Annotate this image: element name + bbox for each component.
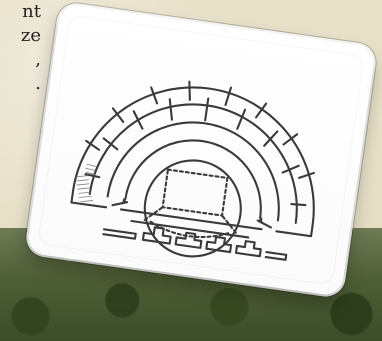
- orchestra-circle: [143, 159, 242, 258]
- radial-divider-5: [204, 97, 210, 122]
- radial-divider-1: [84, 173, 101, 179]
- radial-divider-7: [263, 130, 279, 147]
- middle-seating-arc: [106, 121, 280, 222]
- right-arrow-head: [257, 217, 263, 225]
- building-block-3: [174, 231, 203, 249]
- stage-front-line: [119, 208, 263, 231]
- theater-plan-card: [26, 3, 376, 297]
- radial-divider-9: [290, 203, 307, 207]
- left-arrow-head: [121, 197, 128, 205]
- building-block-2: [141, 226, 172, 245]
- building-block-6: [264, 251, 288, 261]
- theater-plan-diagram: [70, 80, 315, 261]
- upper-radial-1: [85, 139, 101, 151]
- inner-seating-arc: [124, 139, 262, 219]
- dashed-skene-square: [161, 168, 229, 217]
- building-block-1: [102, 228, 137, 240]
- radial-divider-6: [236, 108, 247, 130]
- upper-radial-6: [255, 102, 268, 119]
- radial-divider-8: [281, 164, 300, 174]
- upper-radial-7: [282, 133, 299, 146]
- dashed-stage-arc: [149, 220, 231, 239]
- radial-divider-4: [168, 98, 173, 121]
- text-fragment: nt ze , .: [20, 1, 41, 94]
- outer-seating-arc: [71, 86, 315, 227]
- right-wing-wall: [275, 224, 314, 238]
- dashed-radius-right: [221, 214, 237, 234]
- radial-divider-3: [132, 110, 144, 130]
- dashed-radius-left: [143, 206, 164, 221]
- building-block-4: [205, 235, 233, 254]
- upper-radial-8: [298, 171, 315, 179]
- stage-back-line: [130, 219, 250, 239]
- left-wing-wall: [70, 190, 108, 209]
- radial-divider-2: [102, 137, 119, 151]
- upper-radial-5: [224, 86, 233, 107]
- left-stone-texture: [76, 163, 97, 203]
- upper-radial-2: [111, 107, 125, 123]
- upper-radial-3: [150, 86, 159, 105]
- upper-radial-4: [188, 80, 191, 102]
- building-block-5: [234, 240, 262, 258]
